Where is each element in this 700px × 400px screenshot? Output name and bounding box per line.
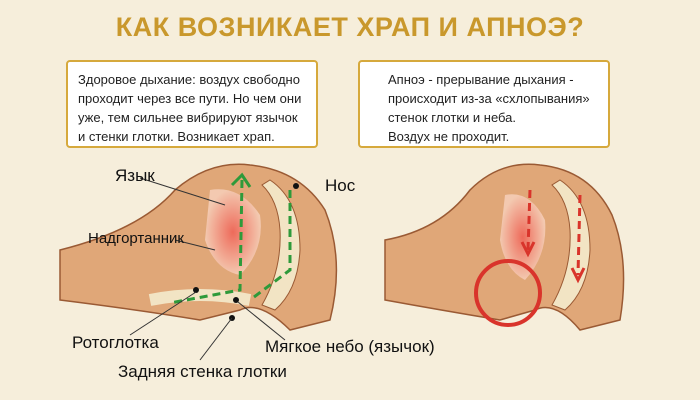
note-line: и стенки глотки. Возникает храп.: [78, 129, 275, 144]
label-nose: Нос: [325, 176, 356, 195]
note-line: Воздух не проходит.: [388, 129, 510, 144]
label-oropharynx: Ротоглотка: [72, 333, 159, 352]
page-title: КАК ВОЗНИКАЕТ ХРАП И АПНОЭ?: [115, 12, 585, 42]
apnea-note: Апноэ - прерывание дыхания - происходит …: [358, 60, 610, 148]
label-epiglottis: Надгортанник: [88, 230, 184, 247]
label-soft-palate: Мягкое небо (язычок): [265, 337, 435, 356]
note-line: проходит через все пути. Но чем они: [78, 91, 302, 106]
obstruction-circle: [474, 259, 542, 327]
note-line: происходит из-за «схлопывания»: [388, 91, 590, 106]
label-pharynx-wall: Задняя стенка глотки: [118, 362, 287, 381]
note-line: уже, тем сильнее вибрируют язычок: [78, 110, 298, 125]
apnea-airway-diagram: [384, 163, 625, 331]
note-line: Здоровое дыхание: воздух свободно: [78, 72, 300, 87]
note-line: стенок глотки и неба.: [388, 110, 517, 125]
healthy-airway-diagram: [59, 163, 338, 361]
label-tongue: Язык: [115, 166, 155, 185]
note-line: Апноэ - прерывание дыхания -: [388, 72, 574, 87]
healthy-breathing-note: Здоровое дыхание: воздух свободно проход…: [66, 60, 318, 148]
